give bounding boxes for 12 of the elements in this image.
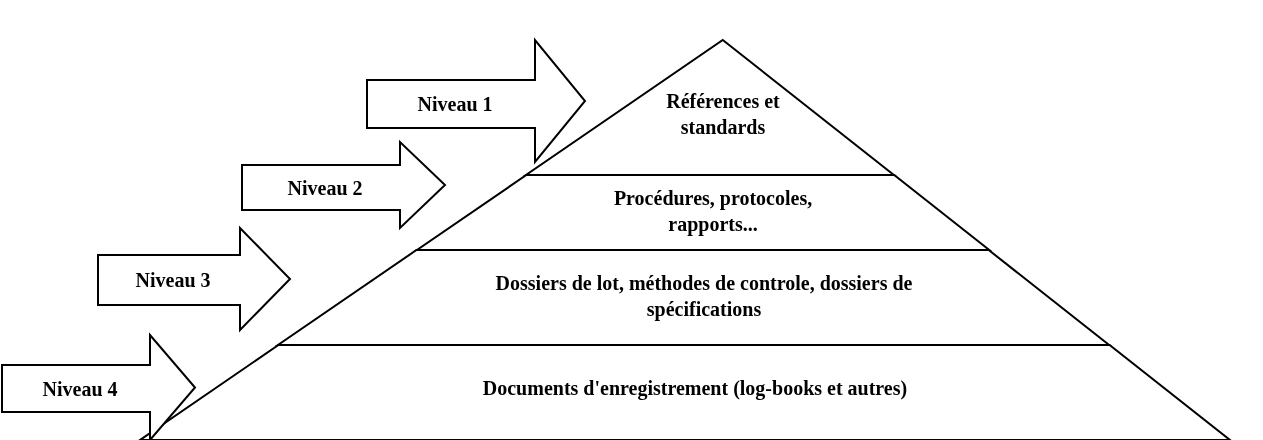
edge-label: Niveau 1 [416, 92, 494, 117]
block-arrow [97, 225, 292, 333]
level-text: Dossiers de lot, méthodes de controle, dossiers de spécifications [494, 271, 914, 322]
edge-label: Niveau 4 [41, 376, 119, 402]
level-text: Références et standards [665, 89, 781, 140]
block-arrow [241, 139, 447, 231]
level-text: Documents d'enregistrement (log-books et autres) [481, 376, 909, 401]
block-arrow [1, 332, 197, 440]
level-text: Procédures, protocoles, rapports... [612, 186, 814, 237]
block-arrow [366, 37, 587, 165]
edge-label: Niveau 2 [286, 175, 364, 201]
edge-label: Niveau 3 [134, 268, 212, 293]
